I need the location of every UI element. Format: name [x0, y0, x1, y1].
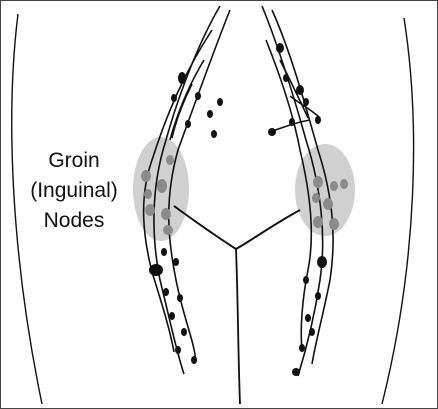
label-line-2: (Inguinal) [18, 176, 130, 206]
center-line [236, 249, 240, 404]
label-line-3: Nodes [18, 206, 130, 236]
right-body-outline [382, 18, 414, 404]
label-line-1: Groin [18, 146, 130, 176]
groin-fold [174, 206, 300, 249]
groin-nodes-label: Groin (Inguinal) Nodes [18, 146, 130, 236]
right-node-highlight [295, 144, 355, 236]
